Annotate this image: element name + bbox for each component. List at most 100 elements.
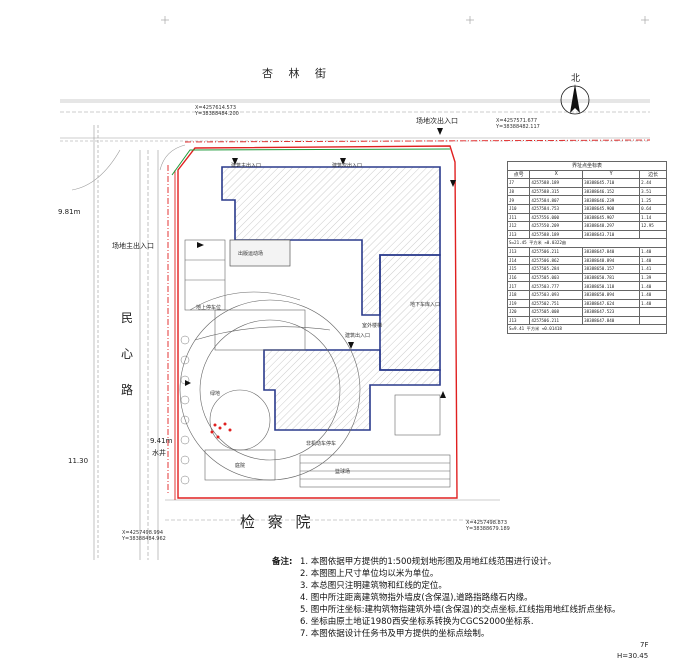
table-cell: 38388643.710: [582, 229, 641, 240]
label-stairs: 室外楼梯: [362, 323, 383, 329]
table-cell: 1.14: [639, 212, 667, 223]
entrance-markers: [185, 128, 456, 398]
label-yard: 庭院: [235, 463, 246, 469]
label-green: 绿地: [210, 391, 221, 397]
label-main-entrance: 建筑主出入口: [231, 163, 262, 169]
table-cell: J19: [506, 298, 531, 309]
table-cell: 1.40: [639, 246, 667, 257]
table-cell: 4257506.862: [529, 255, 584, 266]
building-east-wing: [379, 254, 441, 371]
label-hall: 出版运动场: [238, 251, 264, 257]
notes-heading: 备注:: [272, 557, 293, 567]
main-entrance-label: 场地主出入口: [112, 242, 154, 250]
table-cell: J13: [506, 229, 531, 240]
table-cell: 38388650.157: [582, 264, 641, 274]
table-cell: 1.40: [639, 298, 667, 309]
north-label: 北: [571, 74, 581, 84]
table-cell: 1.39: [639, 272, 667, 283]
building-north-block: [221, 166, 441, 316]
road-lines: [60, 99, 650, 560]
table-cell: 38388647.624: [582, 298, 641, 309]
table-cell: 4257584.807: [529, 195, 584, 205]
table-cell: 0.64: [639, 203, 667, 214]
label-court: 篮球场: [335, 469, 351, 475]
table-cell: 38388647.840: [582, 315, 641, 326]
table-cell: 4257503.777: [529, 281, 584, 291]
label-parking: 地上停车位: [196, 305, 222, 311]
table-cell: 4257588.189: [529, 229, 584, 240]
table-cell: 1.40: [639, 289, 667, 300]
table-cell: 1.41: [639, 264, 667, 274]
label-bike: 非机动车停车: [306, 441, 337, 447]
table-cell: 38388646.239: [582, 195, 641, 205]
table-cell: 38388647.523: [582, 307, 641, 317]
table-cell: 4257505.284: [529, 264, 584, 274]
secondary-entrance-label: 场地次出入口: [416, 117, 458, 125]
table-cell: J11: [506, 212, 531, 223]
floors-mark: 7F: [640, 641, 649, 649]
street-south-label: 检 察 院: [240, 513, 315, 531]
table-cell: J13: [506, 246, 531, 257]
table-cell: J13: [506, 315, 531, 326]
table-cell: J7: [506, 178, 531, 188]
road-width-top: 9.81m: [58, 208, 81, 216]
table-cell: 4257506.211: [529, 246, 584, 257]
table-cell: J20: [506, 307, 531, 317]
table-title: 界址点坐标表: [507, 161, 667, 171]
note-item: 3. 本总图只注明建筑物和红线的定位。: [300, 581, 447, 591]
label-garage: 地下车库入口: [410, 302, 441, 308]
table-cell: 4257506.211: [529, 315, 584, 326]
road-redlines: [167, 139, 651, 500]
note-item: 2. 本图图上尺寸单位均以米为单位。: [300, 569, 439, 579]
building-south-block: [263, 349, 441, 431]
table-cell: J15: [506, 264, 531, 274]
street-north-label: 杏 林 街: [262, 67, 332, 80]
street-west-label: 民 心 路: [120, 311, 133, 397]
sports-hall: [229, 239, 291, 267]
note-item: 5. 图中所注坐标:建构筑物指建筑外墙(含保温)的交点坐标,红线指用地红线折点坐…: [300, 605, 621, 615]
design-notes: 备注: 1. 本图依据甲方提供的1:500规划地形图及用地红线范围进行设计。 2.…: [272, 556, 677, 640]
site-boundary-green: [171, 148, 451, 176]
table-cell: 4257588.189: [529, 178, 584, 188]
table-cell: J17: [506, 281, 531, 291]
table-cell: [639, 229, 667, 240]
note-item: 1. 本图依据甲方提供的1:500规划地形图及用地红线范围进行设计。: [300, 557, 557, 567]
table-cell: 38388645.710: [582, 178, 641, 188]
table-cell: [639, 307, 667, 317]
note-item: 4. 图中所注距离建筑物指外墙皮(含保温),道路指路缘石内缘。: [300, 593, 533, 603]
table-cell: J9: [506, 195, 531, 205]
table-cell: 12.95: [639, 221, 667, 231]
survey-marks: [210, 422, 232, 439]
side-dimension: 11.30: [68, 457, 89, 465]
table-cell: 4257505.003: [529, 272, 584, 283]
table-cell: 38388645.907: [582, 212, 641, 223]
table-cell: 38388650.894: [582, 289, 641, 300]
table-cell: 4257502.751: [529, 298, 584, 309]
table-cell: J14: [506, 255, 531, 266]
table-cell: J18: [506, 289, 531, 300]
road-width-mid: 9.41m: [150, 437, 173, 445]
table-cell: 4257556.000: [529, 212, 584, 223]
table-cell: 38388645.908: [582, 203, 641, 214]
trees: [180, 335, 190, 485]
table-cell: 4257584.753: [529, 203, 584, 214]
table-cell: J12: [506, 221, 531, 231]
table-cell: J16: [506, 272, 531, 283]
